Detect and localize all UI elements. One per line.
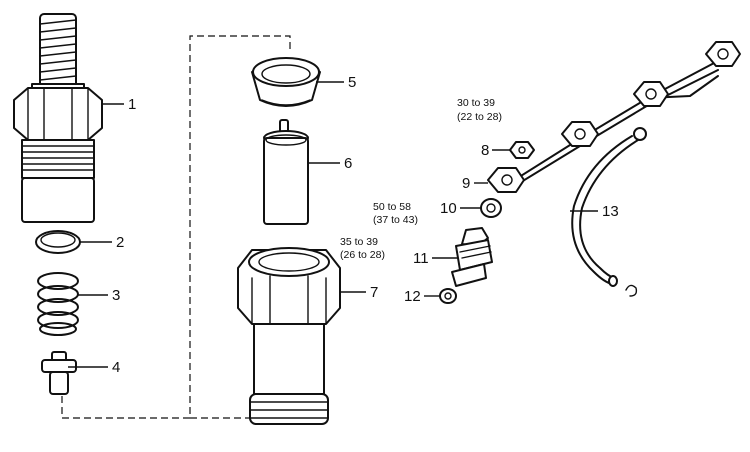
callout-1: 1 xyxy=(128,96,136,113)
part-9-hex-fittings xyxy=(487,41,741,193)
callout-10: 10 xyxy=(440,200,457,217)
torque-7-lbft: (26 to 28) xyxy=(340,249,385,261)
torque-11-nm: 50 to 58 xyxy=(373,201,411,213)
torque-specs: 35 to 39 (26 to 28) 30 to 39 (22 to 28) … xyxy=(340,97,502,261)
part-6-nozzle-holder xyxy=(263,119,309,225)
part-4-spring-seat xyxy=(41,351,77,395)
callout-2: 2 xyxy=(116,234,124,251)
callout-12: 12 xyxy=(404,288,421,305)
callout-4: 4 xyxy=(112,359,120,376)
part-10-washer xyxy=(480,198,502,218)
torque-8-lbft: (22 to 28) xyxy=(457,111,502,123)
torque-11-lbft: (37 to 43) xyxy=(373,214,418,226)
callout-13: 13 xyxy=(602,203,619,220)
part-8-nut xyxy=(509,141,535,159)
callout-7: 7 xyxy=(370,284,378,301)
leader-lines xyxy=(68,81,598,368)
part-1-injector-body xyxy=(13,13,103,223)
assembly-bracket xyxy=(61,35,291,419)
part-7-retaining-nut xyxy=(237,247,341,425)
callout-3: 3 xyxy=(112,287,120,304)
callout-numbers: 1 2 3 4 5 6 7 8 9 10 11 12 13 xyxy=(112,74,619,376)
part-13-fuel-pipes xyxy=(507,61,719,297)
callout-9: 9 xyxy=(462,175,470,192)
part-3-spring xyxy=(37,272,79,336)
part-11-connector xyxy=(451,227,493,287)
callout-11: 11 xyxy=(413,250,429,267)
callout-8: 8 xyxy=(481,142,489,159)
part-12-small-washer xyxy=(439,288,457,304)
callout-6: 6 xyxy=(344,155,352,172)
callout-5: 5 xyxy=(348,74,356,91)
torque-7-nm: 35 to 39 xyxy=(340,236,378,248)
part-5-cap xyxy=(251,57,321,107)
part-2-washer xyxy=(35,230,81,254)
torque-8-nm: 30 to 39 xyxy=(457,97,495,109)
